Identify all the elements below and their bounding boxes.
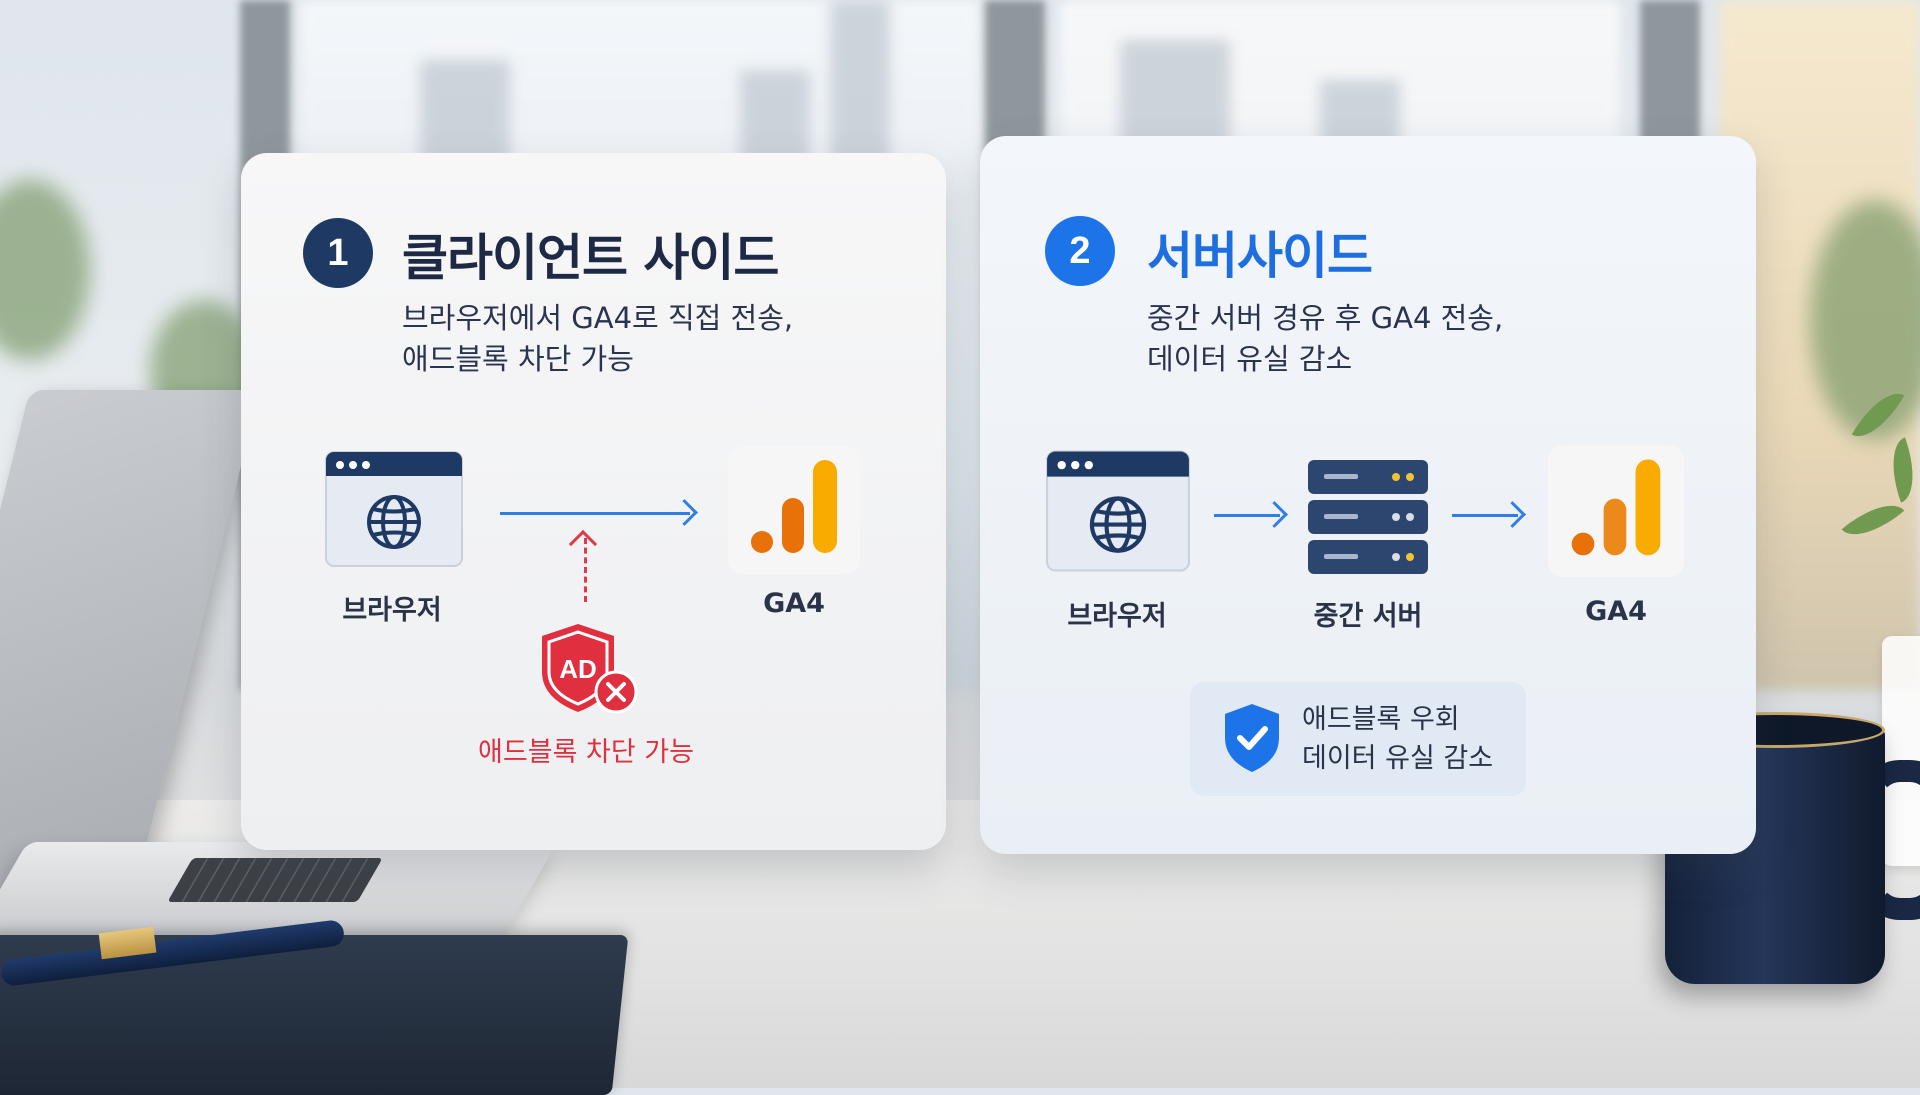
step-2-badge: 2 xyxy=(1045,216,1115,286)
to-server-arrow xyxy=(1214,514,1280,517)
plant xyxy=(0,180,90,360)
glass xyxy=(1882,636,1920,866)
browser-label: 브라우저 xyxy=(1067,601,1167,632)
desc-line: 브라우저에서 GA4로 직접 전송, xyxy=(402,301,794,335)
desc-line: 데이터 유실 감소 xyxy=(1147,342,1353,376)
direct-send-arrow xyxy=(500,512,690,515)
close-icon xyxy=(594,670,638,714)
desc-line: 애드블록 차단 가능 xyxy=(402,342,634,376)
analytics-bars-icon xyxy=(728,446,860,574)
adblock-warning-label: 애드블록 차단 가능 xyxy=(478,737,694,768)
browser-icon xyxy=(1046,450,1190,572)
benefit-line: 데이터 유실 감소 xyxy=(1302,743,1494,774)
server-side-title: 서버사이드 xyxy=(1147,227,1373,285)
ga4-label: GA4 xyxy=(763,588,825,619)
server-side-description: 중간 서버 경유 후 GA4 전송, 데이터 유실 감소 xyxy=(1147,298,1503,380)
ga4-label: GA4 xyxy=(1585,596,1647,627)
to-ga4-arrow xyxy=(1452,514,1518,517)
server-icon xyxy=(1308,460,1428,574)
ad-text: AD xyxy=(559,654,597,684)
client-side-description: 브라우저에서 GA4로 직접 전송, 애드블록 차단 가능 xyxy=(402,298,793,380)
server-label: 중간 서버 xyxy=(1313,601,1423,632)
blocked-arrow xyxy=(584,538,587,602)
benefit-line: 애드블록 우회 xyxy=(1302,704,1460,735)
ad-block-shield-icon: AD xyxy=(542,624,638,714)
shield-check-icon xyxy=(1225,704,1279,772)
browser-icon xyxy=(325,451,463,567)
client-side-title: 클라이언트 사이드 xyxy=(402,229,779,287)
benefit-text: 애드블록 우회 데이터 유실 감소 xyxy=(1302,700,1493,778)
desc-line: 중간 서버 경유 후 GA4 전송, xyxy=(1147,301,1504,335)
globe-icon xyxy=(1089,496,1147,553)
globe-icon xyxy=(367,495,421,549)
benefit-box: 애드블록 우회 데이터 유실 감소 xyxy=(1190,682,1526,796)
step-1-badge: 1 xyxy=(303,218,373,288)
analytics-bars-icon xyxy=(1548,445,1684,577)
browser-label: 브라우저 xyxy=(342,595,442,626)
laptop-keyboard xyxy=(167,858,383,902)
plant xyxy=(1810,200,1920,440)
